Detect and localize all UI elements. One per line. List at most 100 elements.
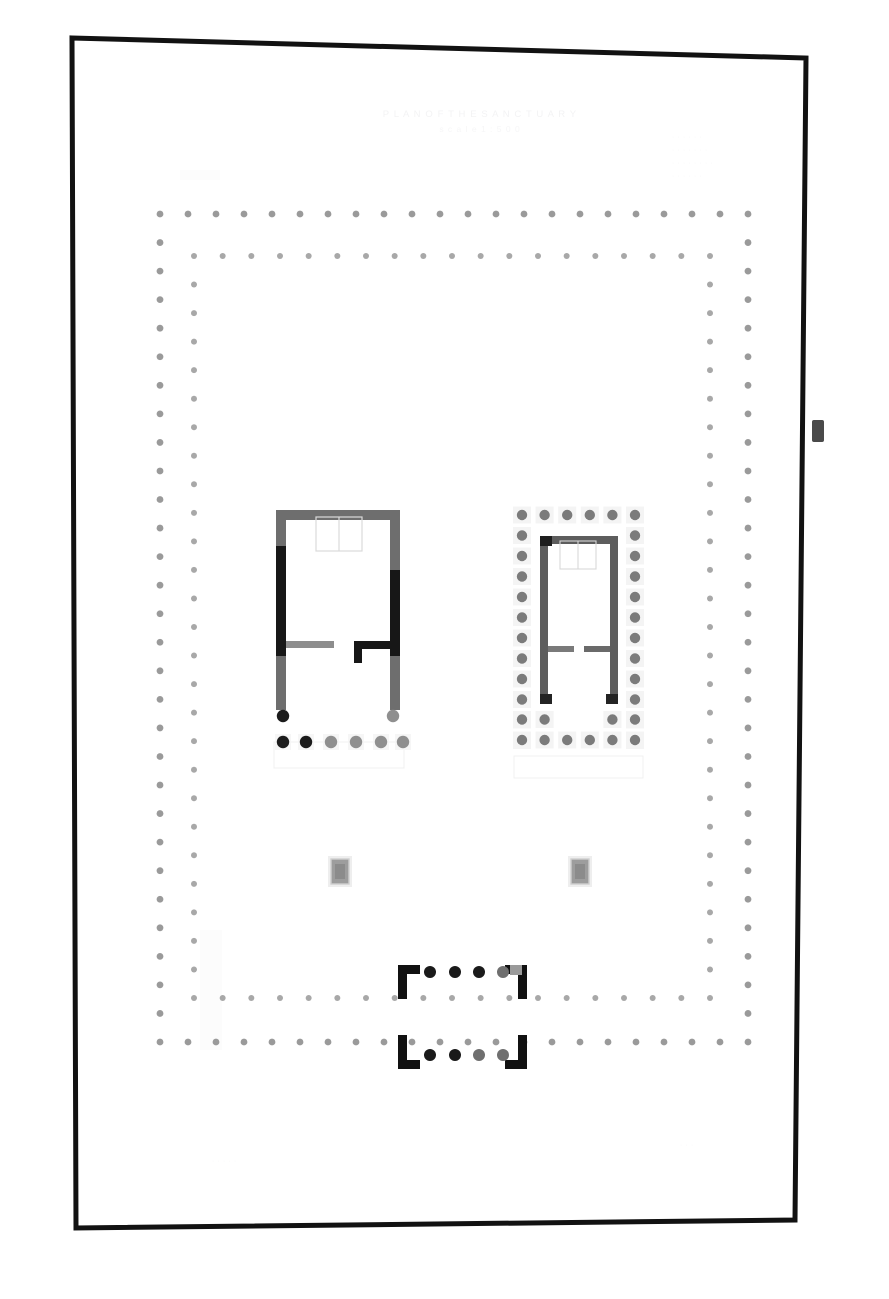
colonnade-column-inner: [707, 795, 713, 802]
colonnade-column-inner: [707, 709, 713, 716]
colonnade-column-outer: [156, 867, 164, 875]
colonnade-column-outer: [632, 210, 640, 218]
colonnade-column-outer: [744, 667, 752, 675]
colonnade-column-inner: [191, 424, 197, 431]
colonnade-column-outer: [156, 296, 164, 304]
temple-west-left-wall-mid: [276, 546, 286, 656]
colonnade-column-inner: [248, 253, 255, 259]
colonnade-column-inner: [191, 481, 197, 488]
temple-west-right-wall-lower: [390, 656, 400, 710]
colonnade-column-outer: [744, 467, 752, 475]
colonnade-column-outer: [296, 210, 304, 218]
colonnade-column-inner: [707, 424, 713, 431]
colonnade-column-inner: [621, 995, 627, 1001]
colonnade-column-inner: [707, 624, 713, 630]
colonnade-column-outer: [688, 210, 696, 218]
colonnade-column-inner: [707, 937, 713, 944]
temple-east-peristyle-column: [629, 673, 641, 685]
colonnade-column-inner: [191, 909, 197, 916]
colonnade-column-outer: [744, 810, 752, 817]
propylon-nw-anta-arm: [398, 965, 420, 974]
colonnade-column-inner: [191, 937, 197, 944]
colonnade-column-inner: [191, 253, 197, 259]
colonnade-column-outer: [744, 410, 752, 418]
colonnade-column-inner: [707, 966, 713, 973]
colonnade-column-outer: [156, 1010, 164, 1017]
colonnade-column-inner: [305, 995, 312, 1001]
colonnade-column-outer: [408, 210, 416, 218]
colonnade-column-outer: [744, 1010, 752, 1017]
propylon-column: [449, 966, 461, 978]
colonnade-column-outer: [744, 753, 752, 760]
colonnade-column-inner: [707, 738, 713, 745]
colonnade-column-outer: [268, 1038, 276, 1046]
colonnade-column-inner: [535, 995, 541, 1001]
colonnade-column-inner: [707, 995, 713, 1001]
colonnade-column-outer: [744, 210, 752, 218]
temple-west-column: [324, 735, 338, 749]
colonnade-column-outer: [156, 924, 164, 932]
colonnade-column-outer: [324, 1038, 332, 1046]
colonnade-column-outer: [744, 781, 752, 789]
propylon-column: [424, 1049, 436, 1061]
colonnade-column-outer: [156, 695, 164, 703]
temple-west-column: [276, 735, 290, 749]
colonnade-column-outer: [408, 1038, 416, 1046]
colonnade-column-outer: [688, 1038, 696, 1046]
temple-east-peristyle-column: [516, 571, 528, 582]
colonnade-column-outer: [520, 210, 528, 218]
altars: [328, 856, 592, 887]
colonnade-column-inner: [334, 253, 341, 259]
temple-east-peristyle-column: [516, 734, 528, 746]
colonnade-column-inner: [191, 966, 197, 973]
temple-east-peristyle-column: [516, 632, 528, 644]
colonnade-column-inner: [678, 253, 685, 259]
temple-west-rear-wall: [276, 510, 400, 520]
colonnade-column-inner: [707, 338, 713, 345]
colonnade-column-inner: [649, 995, 656, 1001]
colonnade-column-inner: [420, 253, 427, 259]
temple-east-left-wall: [540, 536, 548, 704]
colonnade-column-outer: [744, 838, 752, 846]
colonnade-column-outer: [716, 1038, 724, 1046]
propylon-se-anta-arm: [505, 1060, 527, 1069]
colonnade-column-inner: [191, 766, 197, 773]
colonnade-column-outer: [156, 610, 164, 618]
colonnade-column-outer: [156, 496, 164, 503]
colonnade-column-outer: [380, 210, 388, 218]
temple-east-peristyle-column: [516, 530, 528, 541]
colonnade-column-inner: [707, 367, 713, 374]
colonnade-column-outer: [604, 1038, 612, 1046]
colonnade-column-outer: [240, 210, 248, 218]
colonnade-column-inner: [592, 995, 599, 1001]
temple-east-peristyle-column: [607, 714, 618, 725]
temple-east-peristyle-column: [584, 734, 595, 746]
colonnade-column-inner: [477, 253, 484, 259]
colonnade-column-outer: [744, 496, 752, 503]
colonnade-column-inner: [707, 823, 713, 830]
colonnade-column-inner: [305, 253, 312, 259]
colonnade-column-inner: [191, 367, 197, 374]
colonnade-column-outer: [212, 1038, 220, 1046]
temple-east-stylobate: [513, 755, 644, 779]
colonnade-column-inner: [563, 995, 570, 1001]
temple-west-column: [276, 709, 290, 723]
colonnade-column-outer: [744, 239, 752, 246]
temple-east-peristyle-column: [562, 734, 573, 746]
colonnade-column-outer: [156, 553, 164, 561]
colonnade-column-inner: [449, 995, 455, 1001]
colonnade-column-outer: [744, 895, 752, 903]
colonnade-column-outer: [744, 296, 752, 304]
colonnade-column-outer: [296, 1038, 304, 1046]
colonnade-column-outer: [548, 210, 556, 218]
temple-west-column: [396, 735, 410, 749]
colonnade-column-outer: [744, 324, 752, 332]
colonnade-column-outer: [156, 581, 164, 589]
colonnade-column-inner: [191, 652, 197, 659]
colonnade-column-inner: [707, 253, 713, 259]
colonnade-column-inner: [707, 395, 713, 402]
colonnade-column-inner: [191, 395, 197, 402]
colonnade-column-inner: [191, 452, 197, 459]
colonnade-column-outer: [156, 838, 164, 846]
temple-west: [273, 510, 411, 769]
